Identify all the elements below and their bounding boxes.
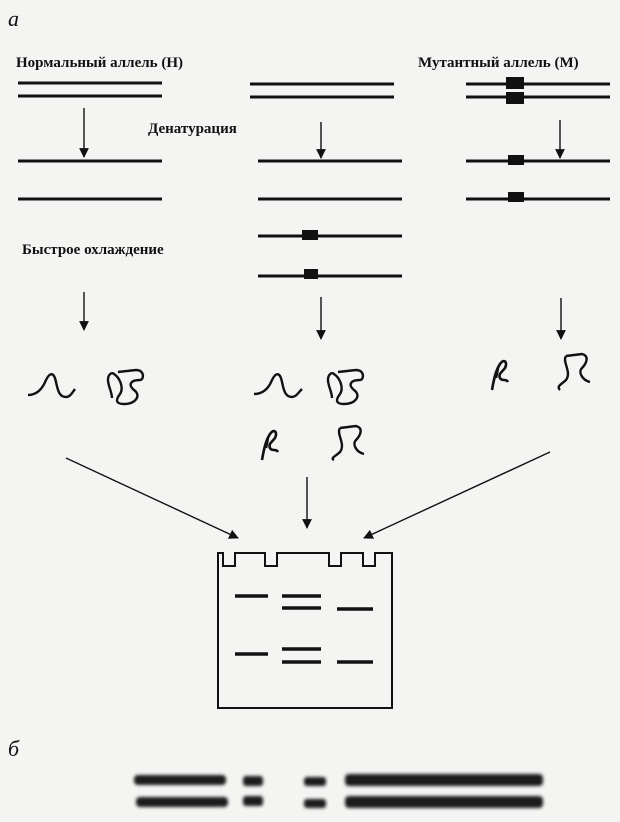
normal-allele-dsdna [18,81,162,98]
mutant-ds-mutation-marks [506,77,524,104]
gel-outline [217,552,393,709]
sscp-diagram [18,77,610,709]
right-to-gel-arrow [363,451,551,539]
denaturation-label: Денатурация [148,121,237,137]
mutant-ss-mutation-marks [508,155,524,202]
photo-lane-3-band-upper [304,777,326,786]
rapid-cooling-label: Быстрое охлаждение [22,242,164,258]
mutant-allele-label: Мутантный аллель (М) [418,55,579,71]
mutant-allele-ssdna [466,159,610,201]
photo-lane-4-band-lower [345,796,543,808]
middle-conformer-1 [253,373,303,399]
photo-lane-1-band-upper [134,775,226,785]
normal-allele-ssdna [18,159,162,201]
middle-conformer-2 [326,368,365,406]
mutant-conformer-2 [557,352,591,391]
middle-dsdna [250,82,394,99]
photo-lane-3-band-lower [304,799,326,808]
middle-mutation-marks [302,230,318,279]
panel-b-letter: б [8,736,20,761]
photo-lane-2-band-upper [243,776,263,786]
left-to-gel-arrow [65,457,239,539]
photo-lane-1-band-lower [136,797,228,807]
mutant-conformer-1 [490,359,510,391]
panel-a-letter: а [8,6,19,31]
middle-ssdna [258,159,402,278]
mutant-allele-dsdna [466,82,610,99]
photo-lane-4-band-upper [345,774,543,786]
photo-lane-2-band-lower [243,796,263,806]
middle-conformer-4 [331,424,365,462]
normal-conformer-1 [27,373,76,399]
normal-allele-label: Нормальный аллель (Н) [16,55,183,71]
normal-conformer-2 [106,368,145,406]
middle-conformer-3 [260,429,280,461]
gel-bands [235,594,373,664]
